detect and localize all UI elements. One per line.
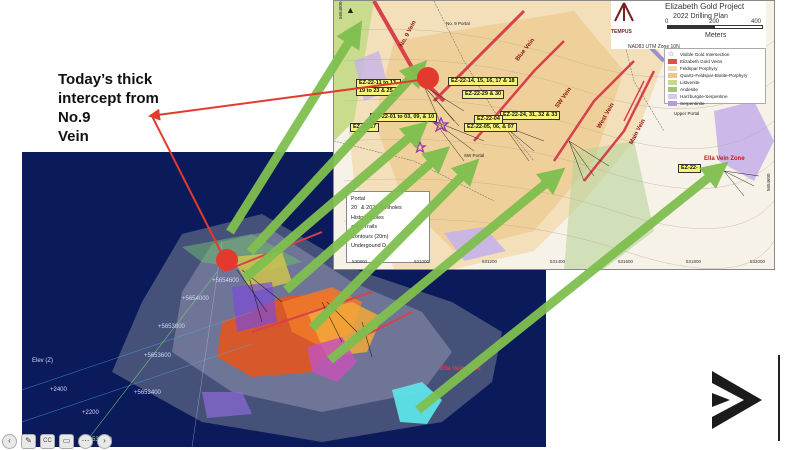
easting-531000: 531000 (414, 259, 430, 264)
scale-unit: Meters (705, 32, 727, 39)
model-coord-5653600: +5653600 (144, 353, 171, 359)
legend2-2021: & 2021 Drillholes (361, 205, 402, 212)
scale-bar (667, 25, 763, 29)
legend-item: Quartz-Feldspar-Biotite-Porphyry (668, 72, 762, 79)
geology-legend: ☆Visible Gold Intersection Elizabeth Gol… (664, 48, 766, 107)
easting-531200: 531200 (482, 259, 498, 264)
screen-button[interactable]: ▭ (59, 433, 74, 449)
north-arrow-icon: ▲ (346, 5, 355, 15)
legend-item: ☆Visible Gold Intersection (668, 51, 730, 58)
map-title-block: TEMPUS Elizabeth Gold Project 2022 Drill… (611, 1, 766, 49)
easting-532000: 532000 (750, 259, 766, 264)
purple-body-1 (232, 282, 277, 332)
annotation-line-1: Today’s thick (58, 71, 153, 88)
northing-5654600: 5654600 (766, 173, 771, 191)
model-coord-5653400: +5653400 (134, 390, 161, 396)
serpentine-area-1 (714, 101, 774, 181)
map-subtitle: 2022 Drilling Plan (673, 13, 728, 20)
annotation-line-2: intercept from No.9 (58, 90, 159, 126)
model-elev-label: Elev (Z) (32, 358, 53, 364)
model-ella-zone-label: Ella Vein Zone (440, 366, 481, 372)
projection-note: NAD83 UTM Zone 10N (628, 44, 680, 50)
legend2-historic-2: illholes (367, 214, 384, 221)
model-coord-5654600: +5654600 (212, 278, 239, 284)
scale-zero: 0 (665, 19, 669, 25)
model-coord-5654000: +5654000 (182, 296, 209, 302)
hole-label-19-25: 19 to 23 & 25 (356, 87, 396, 96)
vein-6 (623, 80, 645, 122)
grid-line-green (81, 271, 218, 447)
easting-531400: 531400 (550, 259, 566, 264)
model-elev-2400: +2400 (50, 387, 67, 393)
tempus-logo-icon (614, 2, 634, 22)
legend-item: Harzburgite-Serpentine (668, 93, 762, 100)
easting-531800: 531800 (686, 259, 702, 264)
upper-portal-label: Upper Portal (674, 111, 700, 116)
captions-button[interactable]: CC (40, 433, 55, 449)
sw-portal-label: SW Portal (464, 153, 485, 158)
map-title: Elizabeth Gold Project (665, 2, 745, 11)
legend2-drifts: Undergound D (351, 243, 387, 250)
hole-label-14-18: EZ-22-14, 15, 16, 17 & 18 (448, 77, 518, 86)
previous-slide-button[interactable]: ‹ (2, 433, 17, 449)
drilling-plan-map: ▲ TEMPUS Elizabeth Gold Project 2022 Dri… (333, 0, 775, 270)
legend2-historic: Histo (351, 214, 364, 221)
annotation-line-3: Vein (58, 128, 89, 145)
easting-531600: 531600 (618, 259, 634, 264)
no9-portal-label: No. 9 Portal (446, 21, 470, 26)
hole-label-01-10: EZ-22-01 to 03, 09, & 10 (370, 113, 438, 122)
next-slide-button[interactable]: › (97, 433, 112, 449)
grid-line-elev-2 (22, 343, 253, 423)
easting-530800: 530800 (352, 259, 368, 264)
legend2-portal: Portal (351, 195, 366, 202)
pen-tool-button[interactable]: ✎ (21, 433, 36, 449)
model-coord-5653800: +5653800 (158, 324, 185, 330)
legend2-2022: 20 (351, 205, 357, 212)
logo-divider (778, 355, 780, 441)
hole-label-37: EZ-22-37 (350, 123, 379, 132)
slide-toolbar: ‹ ✎ CC ▭ ⋯ › (2, 433, 112, 449)
legend-item: Elizabeth Gold Veins (668, 58, 762, 65)
model-elev-2200: +2200 (82, 410, 99, 416)
intercept-annotation: Today’s thick intercept from No.9 Vein (58, 70, 188, 146)
more-options-button[interactable]: ⋯ (78, 433, 93, 449)
grid-line-elev (22, 311, 253, 391)
hole-label-24-33: EZ-22-24, 31, 32 & 33 (500, 111, 561, 120)
hole-label-29-30: EZ-22-29 & 30 (462, 90, 505, 99)
legend-item: Feldspar Porphyry (668, 65, 762, 72)
scale-mid: 200 (709, 19, 720, 25)
purple-body-2 (202, 392, 252, 418)
west-vein (552, 60, 635, 162)
main-vein (583, 70, 656, 182)
northing-5654800: 5654800 (338, 1, 343, 19)
brand-logo-icon (712, 371, 762, 429)
legend2-trails: ation Trails (351, 224, 378, 231)
legend2-contours: Contours (20m) (351, 233, 389, 240)
company-name: TEMPUS (611, 29, 632, 35)
hole-label-05-07: EZ-22-05, 06, & 07 (464, 123, 517, 132)
star-icon: ☆ (668, 51, 675, 58)
ella-vein-zone-label: Ella Vein Zone (704, 156, 745, 162)
hole-label-ella: EZ-22- (678, 164, 701, 173)
legend-item: Listvenite (668, 79, 762, 86)
grid-line-x (191, 241, 223, 447)
legend-item: Andesite (668, 86, 762, 93)
scale-max: 400 (751, 19, 762, 25)
legend-item: Serpentinite (668, 100, 762, 107)
